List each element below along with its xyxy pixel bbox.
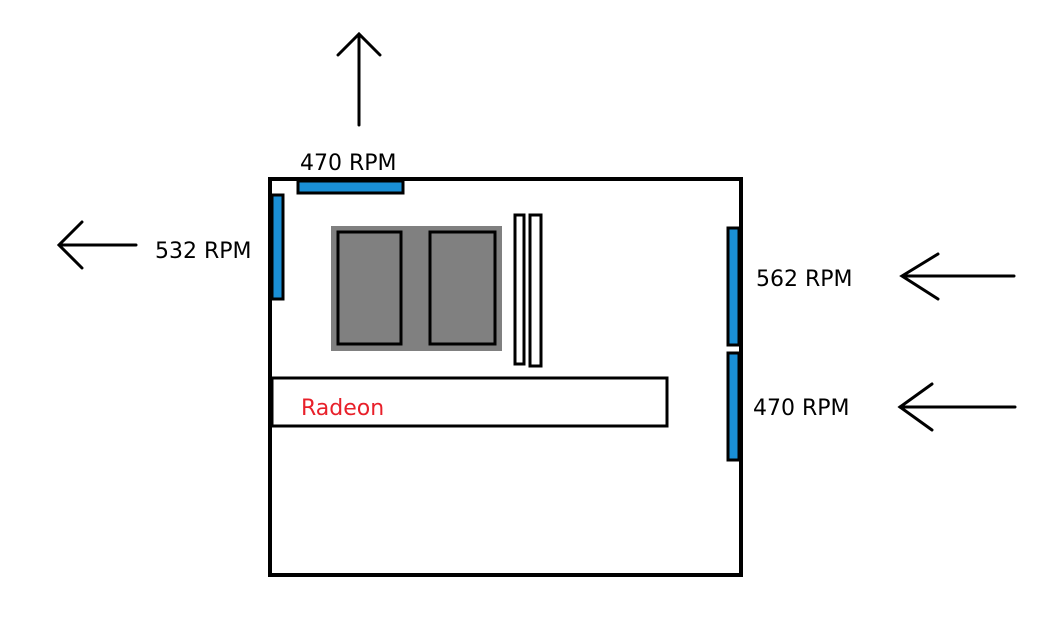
cpu-cooler <box>331 226 502 351</box>
arrow-left-icon <box>899 252 1016 301</box>
ram-stick-1 <box>513 213 526 366</box>
rear-exhaust-rpm-label: 532 RPM <box>155 239 252 264</box>
arrow-left-icon <box>56 220 138 270</box>
front-lower-intake-rpm-label: 470 RPM <box>753 396 850 421</box>
front-upper-intake-rpm-label: 562 RPM <box>756 267 853 292</box>
front-lower-intake-fan <box>726 351 741 462</box>
gpu-card <box>270 376 669 428</box>
front-upper-intake-fan <box>726 226 741 347</box>
gpu-label: Radeon <box>301 396 384 421</box>
rear-exhaust-fan <box>270 193 285 301</box>
cpu-cooler-fan-left <box>336 230 403 346</box>
arrow-up-icon <box>336 31 382 127</box>
case-outline <box>268 177 743 577</box>
arrow-left-icon <box>897 382 1017 432</box>
cpu-cooler-fan-right <box>428 230 497 346</box>
top-exhaust-fan <box>296 179 405 195</box>
ram-stick-2 <box>528 213 543 368</box>
top-exhaust-rpm-label: 470 RPM <box>300 151 397 176</box>
